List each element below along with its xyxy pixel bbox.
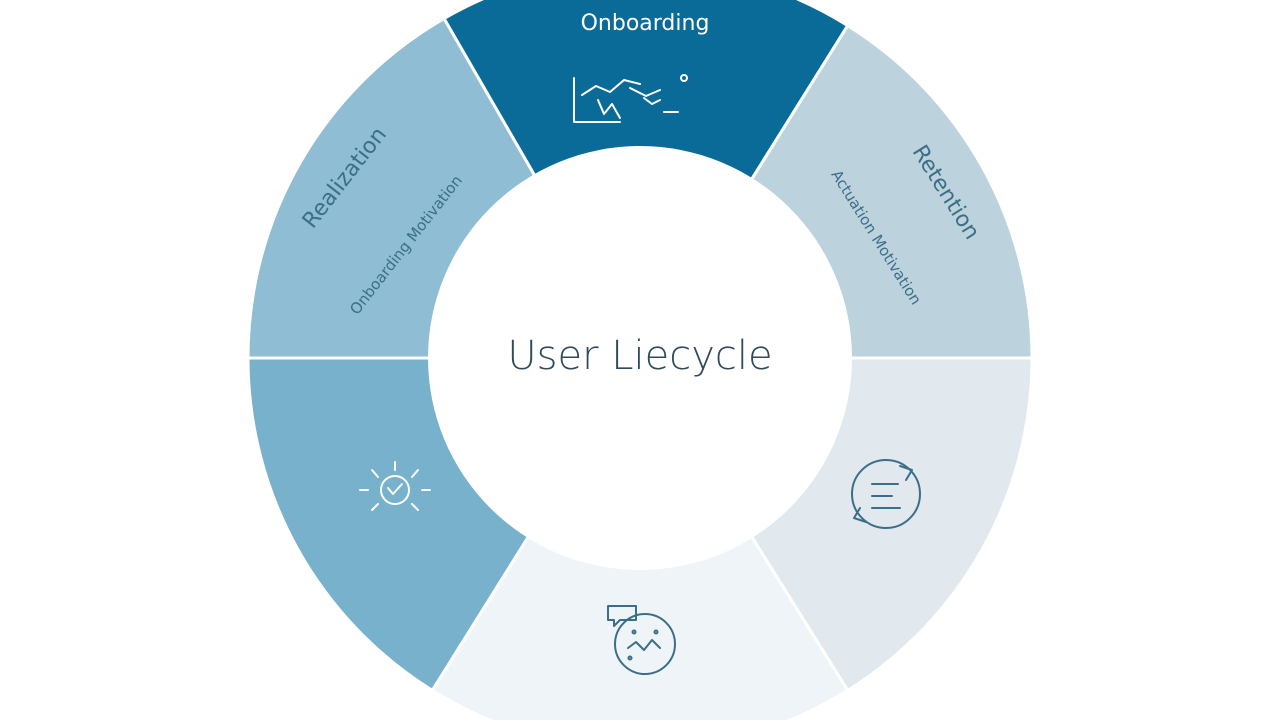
- lightbulb-icon: [359, 461, 431, 511]
- center-circle: [428, 146, 852, 570]
- segment-label-onboarding: Onboarding: [581, 11, 710, 36]
- center-title: User Liecycle: [507, 333, 772, 379]
- chart-sketch-icon: [573, 74, 688, 123]
- cycle-arrows-icon: [851, 459, 921, 529]
- chat-bubble-icon: [607, 605, 676, 675]
